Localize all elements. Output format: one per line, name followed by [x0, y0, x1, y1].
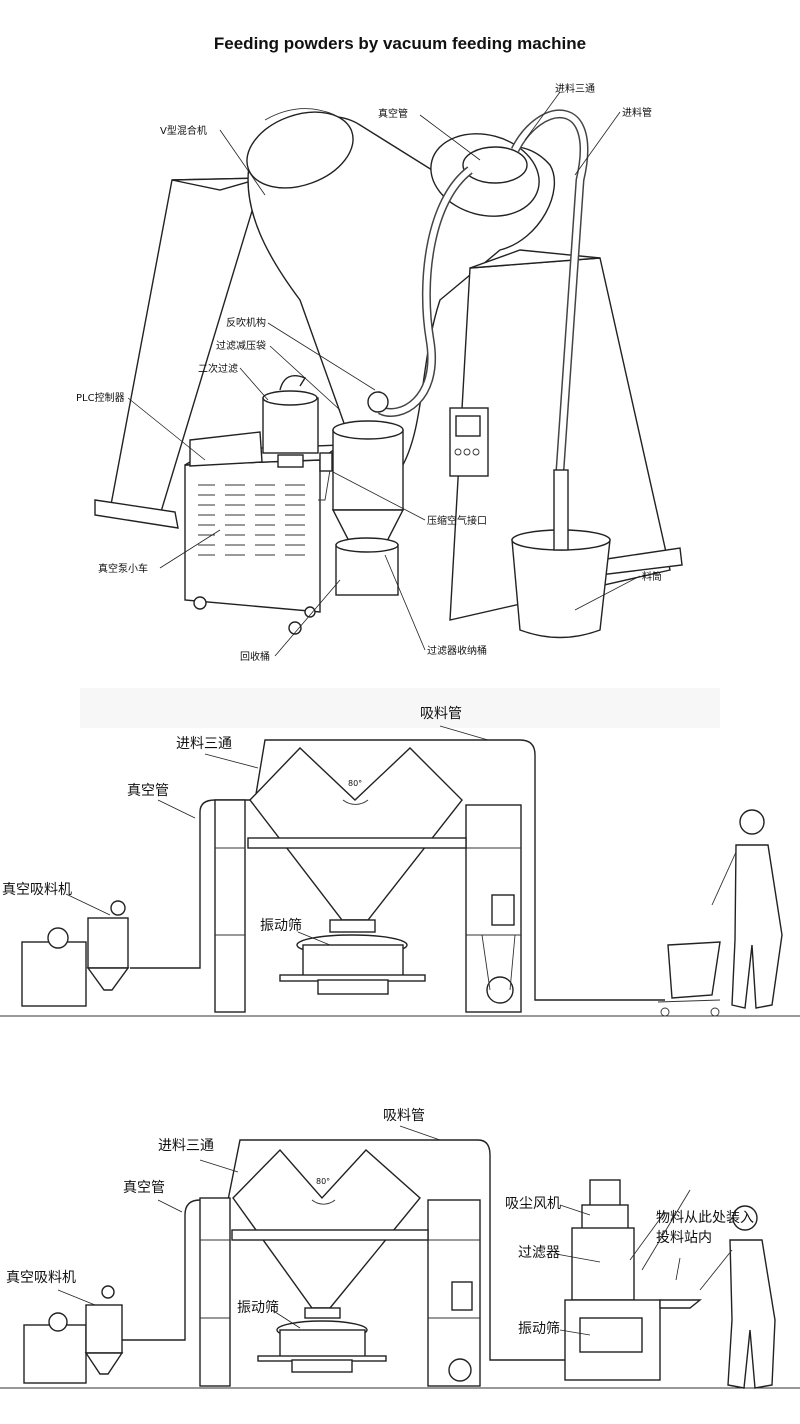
label-compressed-air: 压缩空气接口 [427, 514, 487, 527]
d3-label-feed-tee: 进料三通 [158, 1138, 214, 1154]
label-v-mixer: V型混合机 [160, 124, 207, 137]
d3-angle: 80° [316, 1177, 330, 1186]
d3-label-vacuum-loader: 真空吸料机 [6, 1270, 76, 1286]
label-plc: PLC控制器 [76, 391, 125, 404]
worker-figure-d3 [699, 1205, 776, 1389]
label-vacuum-cart: 真空泵小车 [98, 562, 148, 575]
diagram-2: 80° 吸料管 进料三通 [0, 688, 800, 1017]
label-backblow: 反吹机构 [226, 316, 266, 329]
d3-label-vibrating-screen: 振动筛 [237, 1300, 279, 1316]
d3-note-container: 物料从此处装入投料站内 [656, 1210, 754, 1246]
material-barrel [511, 469, 611, 639]
label-feed-tee: 进料三通 [555, 82, 595, 95]
page-title: Feeding powders by vacuum feeding machin… [213, 34, 587, 53]
v-mixer-vessel [246, 108, 555, 475]
d3-label-filter: 过滤器 [518, 1245, 560, 1261]
label-feed-pipe: 进料管 [622, 106, 652, 119]
dust-collector-station [564, 1179, 702, 1381]
d3-label-dust-fan: 吸尘风机 [505, 1196, 561, 1212]
diagram-1-leaders [127, 91, 641, 657]
d3-label-suction-pipe: 吸料管 [383, 1108, 425, 1124]
vacuum-cart [184, 431, 343, 635]
d2-label-suction-pipe: 吸料管 [420, 706, 462, 722]
d3-label-vibrating-screen-right: 振动筛 [518, 1321, 560, 1337]
label-filter-collector: 过滤器收纳桶 [427, 644, 487, 657]
label-material-barrel: 料筒 [642, 570, 662, 583]
worker-figure-d2 [711, 809, 783, 1009]
vacuum-loader [331, 391, 405, 596]
diagram-3: 80° [0, 1108, 800, 1389]
label-secondary-filter: 二次过滤 [198, 362, 238, 375]
left-stand [94, 177, 263, 529]
d3-label-vacuum-pipe: 真空管 [123, 1180, 165, 1196]
label-recovery-barrel: 回收桶 [240, 650, 270, 663]
secondary-filter [262, 375, 319, 468]
d2-angle: 80° [348, 779, 362, 788]
d3-label-note: 物料从此处装入投料站内 [656, 1210, 754, 1246]
label-filter-bag: 过滤减压袋 [216, 339, 266, 352]
d2-label-vacuum-pipe: 真空管 [127, 783, 169, 799]
diagram-1: 进料三通 真空管 进料管 V型混合机 反吹机构 过滤减压袋 二次过滤 PLC控制… [76, 82, 683, 663]
d2-label-feed-tee: 进料三通 [176, 736, 232, 752]
d2-label-vacuum-loader: 真空吸料机 [2, 882, 72, 898]
label-vacuum-pipe: 真空管 [378, 107, 408, 120]
d2-label-vibrating-screen: 振动筛 [260, 918, 302, 934]
